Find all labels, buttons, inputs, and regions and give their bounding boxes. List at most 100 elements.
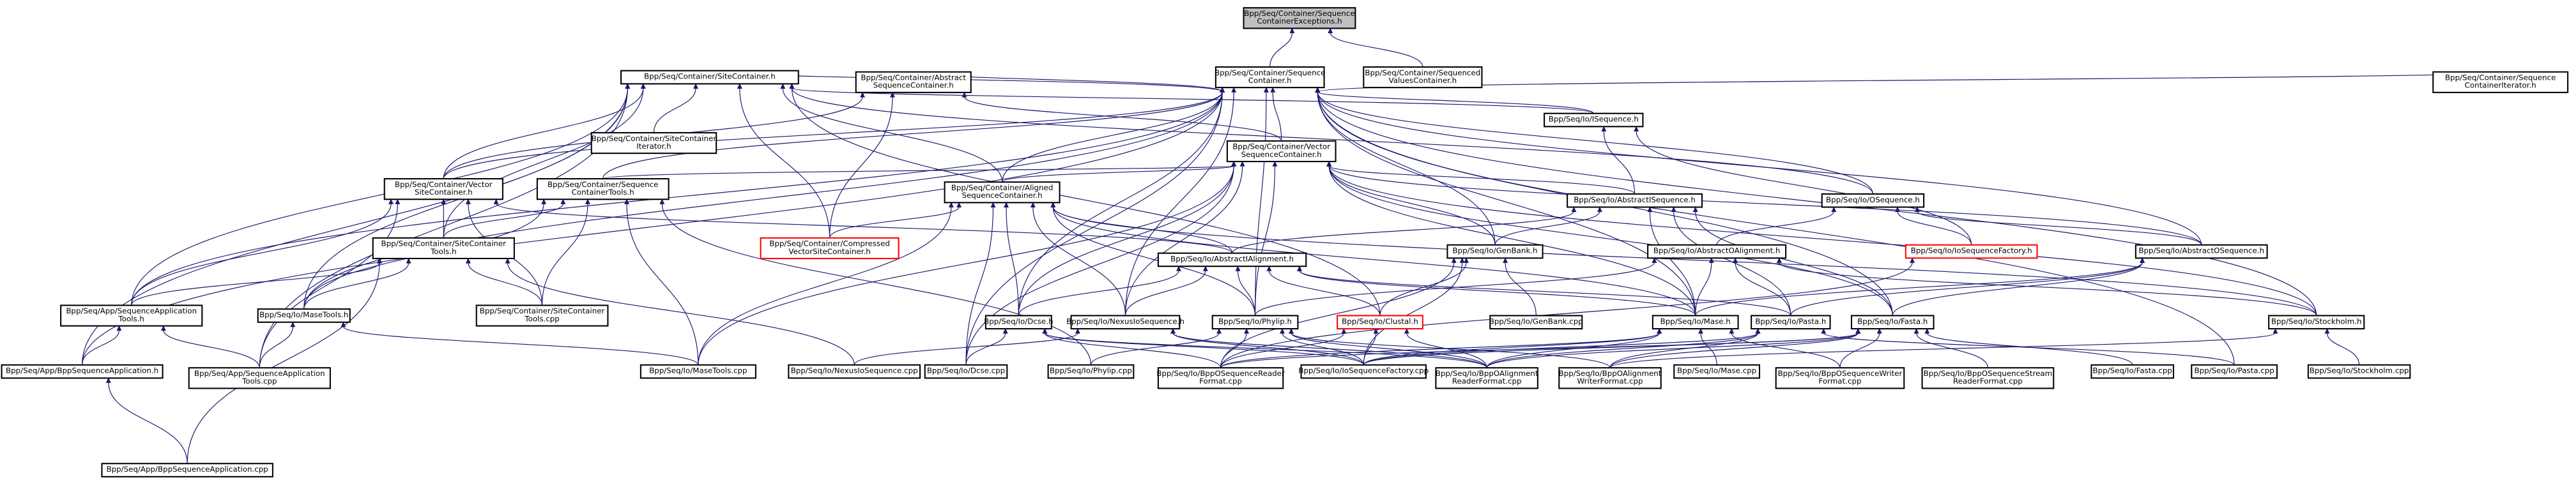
edge-nexush-to-seqcont [1124, 91, 1234, 316]
graph-node-iseq[interactable]: Bpp/Seq/Io/ISequence.h [1544, 112, 1644, 128]
graph-node-absiseq[interactable]: Bpp/Seq/Io/AbstractISequence.h [1567, 193, 1703, 208]
edge-writerfmt-to-fastah [1839, 333, 1880, 368]
arrowhead-icon [990, 202, 996, 208]
node-box [1850, 315, 1935, 330]
graph-node-nexush[interactable]: Bpp/Seq/Io/NexusIoSequence.h [1066, 315, 1184, 330]
node-label: Bpp/Seq/Container/Abstract [861, 73, 966, 82]
graph-node-fastacpp[interactable]: Bpp/Seq/Io/Fasta.cpp [2090, 364, 2175, 379]
arrowhead-icon [624, 199, 629, 204]
graph-node-bppappcpp[interactable]: Bpp/Seq/App/BppSequenceApplication.cpp [101, 463, 273, 477]
arrowhead-icon [1404, 328, 1409, 334]
graph-node-compressed[interactable]: Bpp/Seq/Container/CompressedVectorSiteCo… [760, 237, 900, 260]
node-label: Bpp/Seq/Container/SiteContainer [592, 134, 717, 143]
graph-node-maseh[interactable]: Bpp/Seq/Io/Mase.h [1652, 315, 1739, 330]
edge-dcsecpp-to-dcseh [965, 333, 1006, 365]
graph-node-pastacpp[interactable]: Bpp/Seq/Io/Pasta.cpp [2191, 364, 2278, 379]
arrowhead-icon [780, 83, 786, 89]
graph-node-pastah[interactable]: Bpp/Seq/Io/Pasta.h [1751, 315, 1831, 330]
graph-node-root[interactable]: Bpp/Seq/Container/SequenceContainerExcep… [1243, 7, 1356, 29]
graph-node-nexuscpp[interactable]: Bpp/Seq/Io/NexusIoSequence.cpp [788, 364, 921, 379]
graph-node-streamreader[interactable]: Bpp/Seq/Io/BppOSequenceStreamReaderForma… [1921, 367, 2055, 389]
graph-node-dcsecpp[interactable]: Bpp/Seq/Io/Dcse.cpp [924, 364, 1008, 379]
node-label: Tools.cpp [524, 314, 559, 323]
arrowhead-icon [1601, 126, 1607, 131]
graph-node-sitecont[interactable]: Bpp/Seq/Container/SiteContainer.h [620, 70, 799, 85]
graph-node-abstseq[interactable]: Bpp/Seq/Container/AbstractSequenceContai… [855, 71, 972, 93]
graph-node-phylipcpp[interactable]: Bpp/Seq/Io/Phylip.cpp [1047, 364, 1135, 379]
arrowhead-icon [640, 83, 646, 89]
graph-node-iofactory[interactable]: Bpp/Seq/Io/IoSequenceFactory.h [1905, 244, 2038, 259]
node-label: Bpp/Seq/Container/Sequence [1244, 9, 1354, 18]
node-label: Bpp/Seq/Io/ISequence.h [1549, 115, 1639, 124]
graph-node-genbankcpp[interactable]: Bpp/Seq/Io/GenBank.cpp [1489, 315, 1583, 330]
node-box [536, 178, 670, 200]
node-label: Bpp/Seq/Io/Phylip.h [1218, 317, 1292, 326]
node-box [924, 364, 1008, 379]
edge-vecseq-to-abstseq [963, 96, 1282, 142]
node-box [1435, 367, 1538, 389]
graph-node-masecpp[interactable]: Bpp/Seq/Io/Mase.cpp [1673, 364, 1761, 379]
graph-node-vecsite[interactable]: Bpp/Seq/Container/VectorSiteContainer.h [383, 178, 503, 200]
arrowhead-icon [560, 199, 566, 204]
node-label: WriterFormat.cpp [1577, 377, 1643, 386]
graph-node-seqtools[interactable]: Bpp/Seq/Container/SequenceContainerTools… [536, 178, 670, 200]
graph-node-absialign[interactable]: Bpp/Seq/Io/AbstractIAlignment.h [1157, 252, 1307, 267]
graph-node-dcseh[interactable]: Bpp/Seq/Io/Dcse.h [984, 315, 1053, 330]
edge-writerfmt-to-maseh [1731, 333, 1841, 368]
node-label: Bpp/Seq/Container/Vector [1232, 142, 1330, 151]
node-label: Bpp/Seq/Io/AbstractIAlignment.h [1170, 254, 1294, 263]
arrowhead-icon [1698, 328, 1704, 334]
node-label: Bpp/Seq/Io/MaseTools.cpp [649, 366, 747, 375]
node-label: Container.h [1248, 76, 1292, 85]
arrowhead-icon [860, 91, 865, 98]
graph-node-masetoolsh[interactable]: Bpp/Seq/Io/MaseTools.h [257, 308, 351, 323]
arrowhead-icon [789, 83, 795, 89]
arrowhead-icon [406, 258, 411, 264]
edge-absialign-to-absiseq [1231, 211, 1575, 253]
graph-node-oseq[interactable]: Bpp/Seq/Io/OSequence.h [1821, 193, 1925, 208]
edge-fastah-to-absoseq [1892, 262, 2143, 316]
arrowhead-icon [1459, 257, 1465, 263]
edge-compressed-to-abstseq [829, 96, 893, 238]
node-label: Bpp/Seq/Io/Mase.h [1660, 317, 1731, 326]
graph-node-seqiter[interactable]: Bpp/Seq/Container/SequenceContainerItera… [2432, 71, 2569, 93]
graph-node-factorycpp[interactable]: Bpp/Seq/Io/IoSequenceFactory.cpp [1298, 364, 1429, 379]
graph-node-absoalign[interactable]: Bpp/Seq/Io/AbstractOAlignment.h [1647, 244, 1787, 259]
edge-masetoolsh-to-seqcont [303, 91, 1223, 310]
node-box [1775, 367, 1905, 389]
arrowhead-icon [1272, 161, 1278, 167]
edge-factorycpp-to-maseh [1363, 333, 1660, 365]
graph-node-fastah[interactable]: Bpp/Seq/Io/Fasta.h [1850, 315, 1935, 330]
arrowhead-icon [377, 258, 382, 264]
graph-node-genbank[interactable]: Bpp/Seq/Io/GenBank.h [1446, 244, 1544, 259]
node-label: ReaderFormat.cpp [1452, 377, 1522, 386]
node-box [101, 463, 273, 477]
graph-node-masetoolscpp[interactable]: Bpp/Seq/Io/MaseTools.cpp [640, 364, 756, 379]
graph-node-aligned[interactable]: Bpp/Seq/Container/AlignedSequenceContain… [944, 181, 1061, 204]
graph-node-absoseq[interactable]: Bpp/Seq/Io/AbstractOSequence.h [2135, 244, 2268, 259]
graph-node-seqvals[interactable]: Bpp/Seq/Container/SequencedValuesContain… [1363, 66, 1483, 89]
node-label: Tools.cpp [241, 377, 277, 386]
arrowhead-icon [1216, 328, 1222, 334]
edge-sitetoolscpp-to-sitetools [468, 262, 543, 306]
node-label: Format.cpp [1199, 377, 1242, 386]
graph-node-bppapph[interactable]: Bpp/Seq/App/BppSequenceApplication.h [1, 364, 164, 379]
graph-node-siteiter[interactable]: Bpp/Seq/Container/SiteContainerIterator.… [590, 131, 717, 154]
graph-node-seqcont[interactable]: Bpp/Seq/Container/SequenceContainer.h [1215, 66, 1325, 89]
node-box [1751, 315, 1831, 330]
edge-absialign-to-vecsite [495, 203, 1233, 254]
graph-node-clustalh[interactable]: Bpp/Seq/Io/Clustal.h [1337, 315, 1423, 330]
graph-node-vecseq[interactable]: Bpp/Seq/Container/VectorSequenceContaine… [1226, 140, 1337, 163]
graph-node-stockcpp[interactable]: Bpp/Seq/Io/Stockholm.cpp [2307, 364, 2411, 379]
graph-node-phyliph[interactable]: Bpp/Seq/Io/Phylip.h [1211, 315, 1299, 330]
graph-node-stockh[interactable]: Bpp/Seq/Io/Stockholm.h [2268, 315, 2365, 330]
edge-aligned-to-seqcont [1001, 91, 1223, 183]
